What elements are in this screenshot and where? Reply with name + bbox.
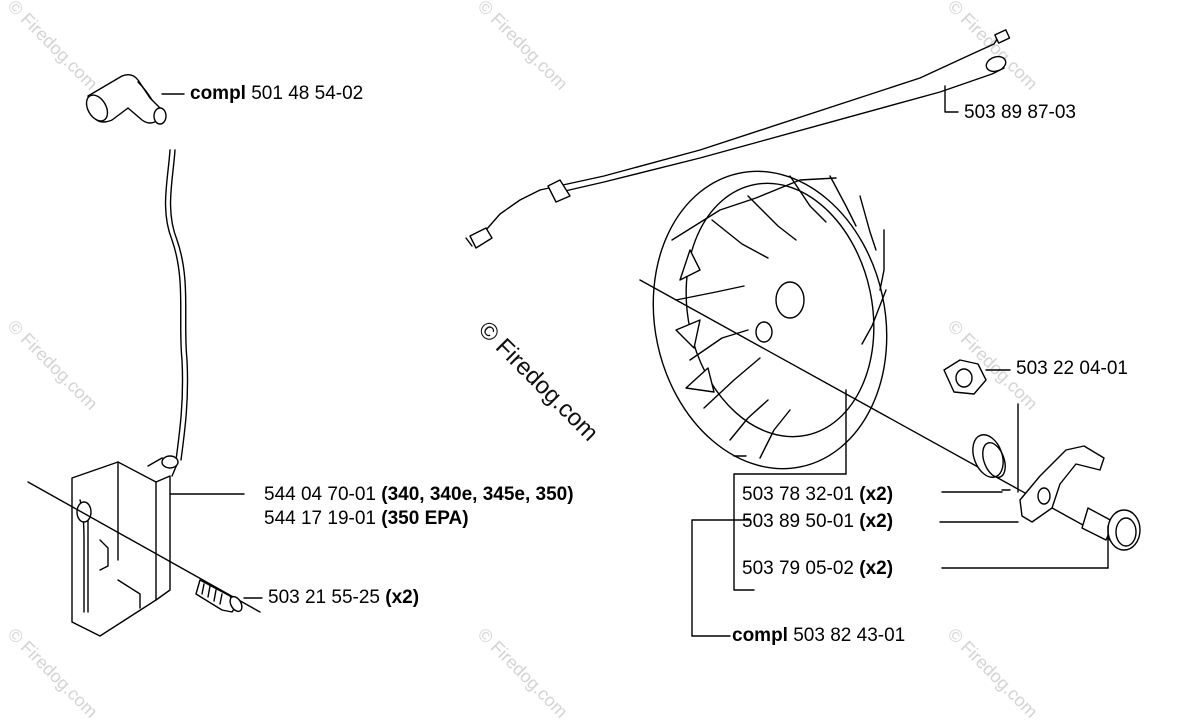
stop-wire <box>465 29 1011 249</box>
center-line <box>27 481 261 613</box>
pawl-part-label: 503 89 50-01 (x2) <box>742 511 894 532</box>
nut-part-label: 503 22 04-01 <box>1016 358 1128 379</box>
drawing <box>27 29 1141 637</box>
pin-part-label: 503 79 05-02 (x2) <box>742 558 894 579</box>
pawl-pin <box>1081 507 1141 569</box>
cap-part-label: compl 501 48 54-02 <box>190 83 364 104</box>
parts-diagram: © Firedog.com © Firedog.com © Firedog.co… <box>4 0 1141 722</box>
pawl <box>1019 445 1105 523</box>
screw-part-label: 503 21 55-25 (x2) <box>268 587 420 608</box>
spark-plug-cap <box>85 73 185 125</box>
wire-part-label: 503 89 87-03 <box>964 102 1076 123</box>
module-screw <box>195 579 263 613</box>
ignition-module <box>71 455 245 637</box>
flywheel-part-label: compl 503 82 43-01 <box>732 625 906 646</box>
flywheel-nut <box>943 359 1011 395</box>
washer-part-label: 503 78 32-01 (x2) <box>742 484 894 505</box>
ignition-lead <box>164 149 189 461</box>
leader-line <box>691 519 751 637</box>
module-part-label-2: 544 17 19-01 (350 EPA) <box>264 508 469 529</box>
flywheel <box>652 170 888 591</box>
spring <box>972 403 1019 493</box>
module-part-label-1: 544 04 70-01 (340, 340e, 345e, 350) <box>264 484 574 505</box>
